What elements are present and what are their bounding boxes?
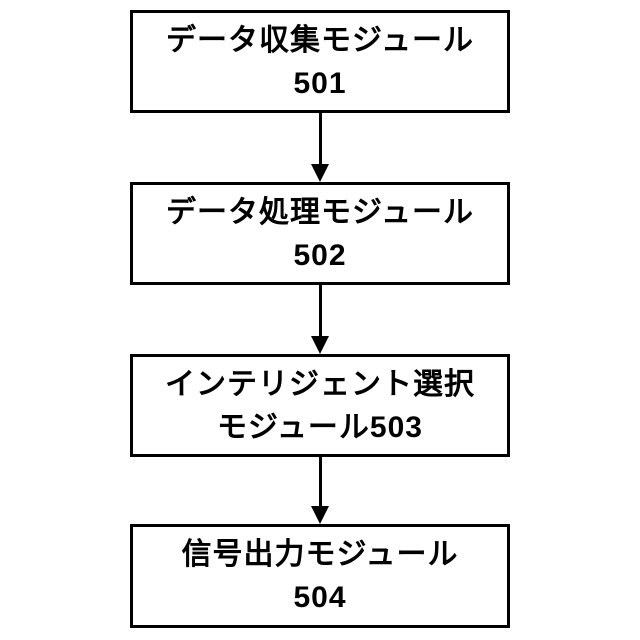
module-label-501: データ収集モジュール [166, 23, 474, 57]
flow-arrow-501-502 [311, 113, 329, 182]
arrow-line [318, 457, 322, 506]
flow-arrow-503-504 [311, 457, 329, 524]
module-number-502: 502 [293, 238, 347, 272]
module-number-501: 501 [293, 66, 347, 100]
arrow-head-down-icon [311, 506, 329, 524]
module-box-501: データ収集モジュール 501 [130, 10, 510, 113]
arrow-head-down-icon [311, 336, 329, 354]
module-label-502: データ処理モジュール [166, 195, 474, 229]
module-label-503: インテリジェント選択 [165, 367, 475, 401]
module-number-504: 504 [293, 581, 347, 614]
flow-arrow-502-503 [311, 285, 329, 354]
module-box-503: インテリジェント選択 モジュール503 [130, 354, 510, 457]
module-box-502: データ処理モジュール 502 [130, 182, 510, 285]
arrow-head-down-icon [311, 164, 329, 182]
module-label-504: 信号出力モジュール [181, 538, 459, 571]
arrow-line [318, 285, 322, 336]
module-box-504: 信号出力モジュール 504 [130, 524, 510, 628]
module-number-503: モジュール503 [217, 410, 423, 444]
arrow-line [318, 113, 322, 164]
